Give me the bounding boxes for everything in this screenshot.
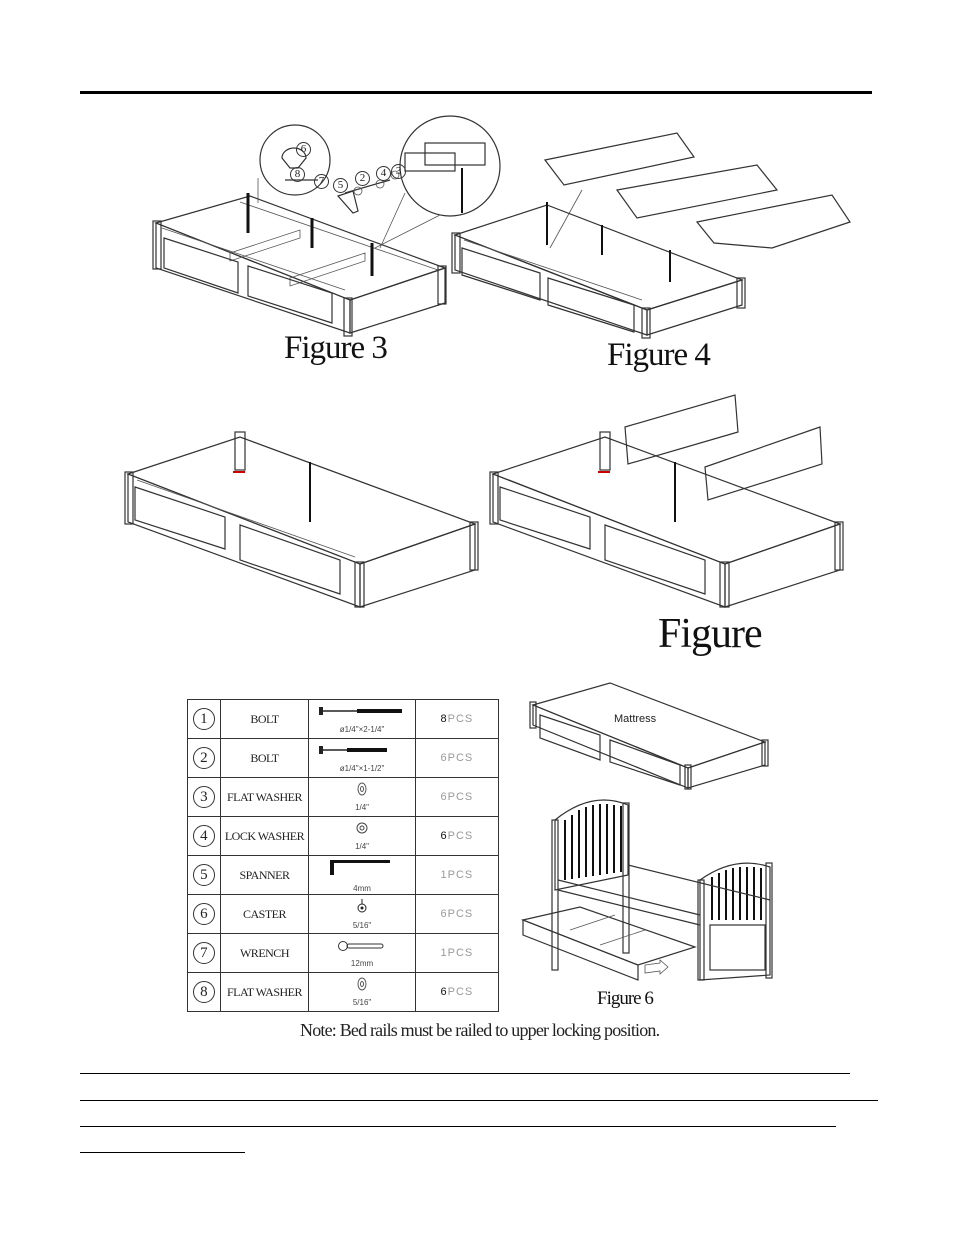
part-qty-number: 6 [440, 986, 448, 998]
part-illustration: 12mm [308, 933, 416, 973]
blank-line-4 [80, 1152, 245, 1153]
callout-8: 8 [290, 167, 305, 182]
part-qty-unit: PCS [447, 713, 474, 725]
bolt-icon [319, 707, 403, 715]
callout-7: 7 [314, 174, 329, 189]
figure-6-illustration [520, 799, 773, 981]
part-name: CASTER [219, 894, 310, 934]
caster-icon [357, 899, 367, 913]
part-illustration: 5/16" [308, 972, 416, 1012]
part-name: FLAT WASHER [219, 972, 310, 1012]
callout-2: 2 [355, 171, 370, 186]
part-illustration: 5/16" [308, 894, 416, 934]
assembly-note: Note: Bed rails must be railed to upper … [300, 1020, 660, 1040]
part-number: 6 [192, 903, 215, 925]
callout-6: 6 [296, 142, 311, 157]
part-qty-number: 6 [440, 791, 448, 803]
part-spec: 5/16" [352, 998, 372, 1007]
bolt-icon [319, 746, 388, 754]
parts-table: 1 BOLT ø1/4"×2-1/4" 8PCS 2 BOLT ø1/4"×1-… [187, 699, 500, 1012]
part-spec: 1/4" [355, 842, 370, 851]
blank-line-3 [80, 1126, 836, 1127]
part-qty-unit: PCS [447, 752, 474, 764]
part-qty-unit: PCS [447, 869, 474, 881]
flat-washer-icon [357, 782, 367, 796]
figure-5-box-illustration [124, 431, 479, 608]
figure-4-illustration [451, 132, 851, 339]
part-qty-unit: PCS [447, 986, 474, 998]
part-qty-number: 8 [440, 713, 448, 725]
table-row: 8 FLAT WASHER 5/16" 6PCS [187, 972, 500, 1012]
part-name: SPANNER [219, 855, 310, 895]
flat-washer-icon [357, 977, 367, 991]
header-rule [80, 91, 872, 94]
part-illustration: ø1/4"×1-1/2" [308, 738, 416, 778]
part-illustration: ø1/4"×2-1/4" [308, 699, 416, 739]
figure-6-label: Figure 6 [597, 988, 654, 1009]
part-number: 1 [192, 708, 215, 730]
table-row: 1 BOLT ø1/4"×2-1/4" 8PCS [187, 699, 500, 739]
part-name: FLAT WASHER [219, 777, 310, 817]
figure-5-rails-illustration [489, 394, 844, 608]
part-illustration: 4mm [308, 855, 416, 895]
part-qty-unit: PCS [447, 947, 474, 959]
part-spec: ø1/4"×1-1/2" [339, 764, 385, 773]
callout-3: 3 [391, 164, 406, 179]
part-number: 5 [192, 864, 215, 886]
part-spec: 5/16" [352, 921, 372, 930]
part-spec: 1/4" [355, 803, 370, 812]
mattress-trundle-illustration [529, 682, 769, 790]
part-number: 2 [192, 747, 215, 769]
figure-5-label: Figure [658, 611, 763, 657]
part-qty-number: 6 [440, 908, 448, 920]
figure-3-illustration [152, 115, 501, 337]
part-spec: 12mm [350, 958, 374, 968]
callout-5: 5 [333, 178, 348, 193]
mattress-label: Mattress [614, 713, 657, 725]
blank-line-2 [80, 1100, 878, 1101]
spanner-icon [330, 860, 391, 875]
table-row: 4 LOCK WASHER 1/4" 6PCS [187, 816, 500, 856]
part-number: 7 [192, 942, 215, 964]
part-qty-unit: PCS [447, 830, 474, 842]
part-qty-number: 6 [440, 830, 448, 842]
table-row: 3 FLAT WASHER 1/4" 6PCS [187, 777, 500, 817]
table-row: 7 WRENCH 12mm 1PCS [187, 933, 500, 973]
part-qty-number: 1 [440, 947, 448, 959]
part-number: 4 [192, 825, 215, 847]
part-qty-unit: PCS [447, 791, 474, 803]
blank-line-1 [80, 1073, 850, 1074]
part-name: LOCK WASHER [219, 816, 310, 856]
figure-4-label: Figure 4 [607, 337, 711, 373]
part-qty-unit: PCS [447, 908, 474, 920]
table-row: 5 SPANNER 4mm 1PCS [187, 855, 500, 895]
part-name: BOLT [219, 699, 310, 739]
part-qty-number: 6 [440, 752, 448, 764]
part-qty-number: 1 [440, 869, 448, 881]
part-number: 3 [192, 786, 215, 808]
wrench-icon [338, 940, 384, 951]
part-spec: 4mm [353, 884, 371, 893]
part-illustration: 1/4" [308, 777, 416, 817]
lock-washer-icon [356, 822, 368, 834]
part-number: 8 [192, 981, 215, 1003]
part-name: BOLT [219, 738, 310, 778]
table-row: 2 BOLT ø1/4"×1-1/2" 6PCS [187, 738, 500, 778]
part-spec: ø1/4"×2-1/4" [339, 725, 385, 734]
table-row: 6 CASTER 5/16" 6PCS [187, 894, 500, 934]
callout-4: 4 [376, 166, 391, 181]
part-name: WRENCH [219, 933, 310, 973]
figure-3-label: Figure 3 [284, 330, 388, 366]
part-illustration: 1/4" [308, 816, 416, 856]
